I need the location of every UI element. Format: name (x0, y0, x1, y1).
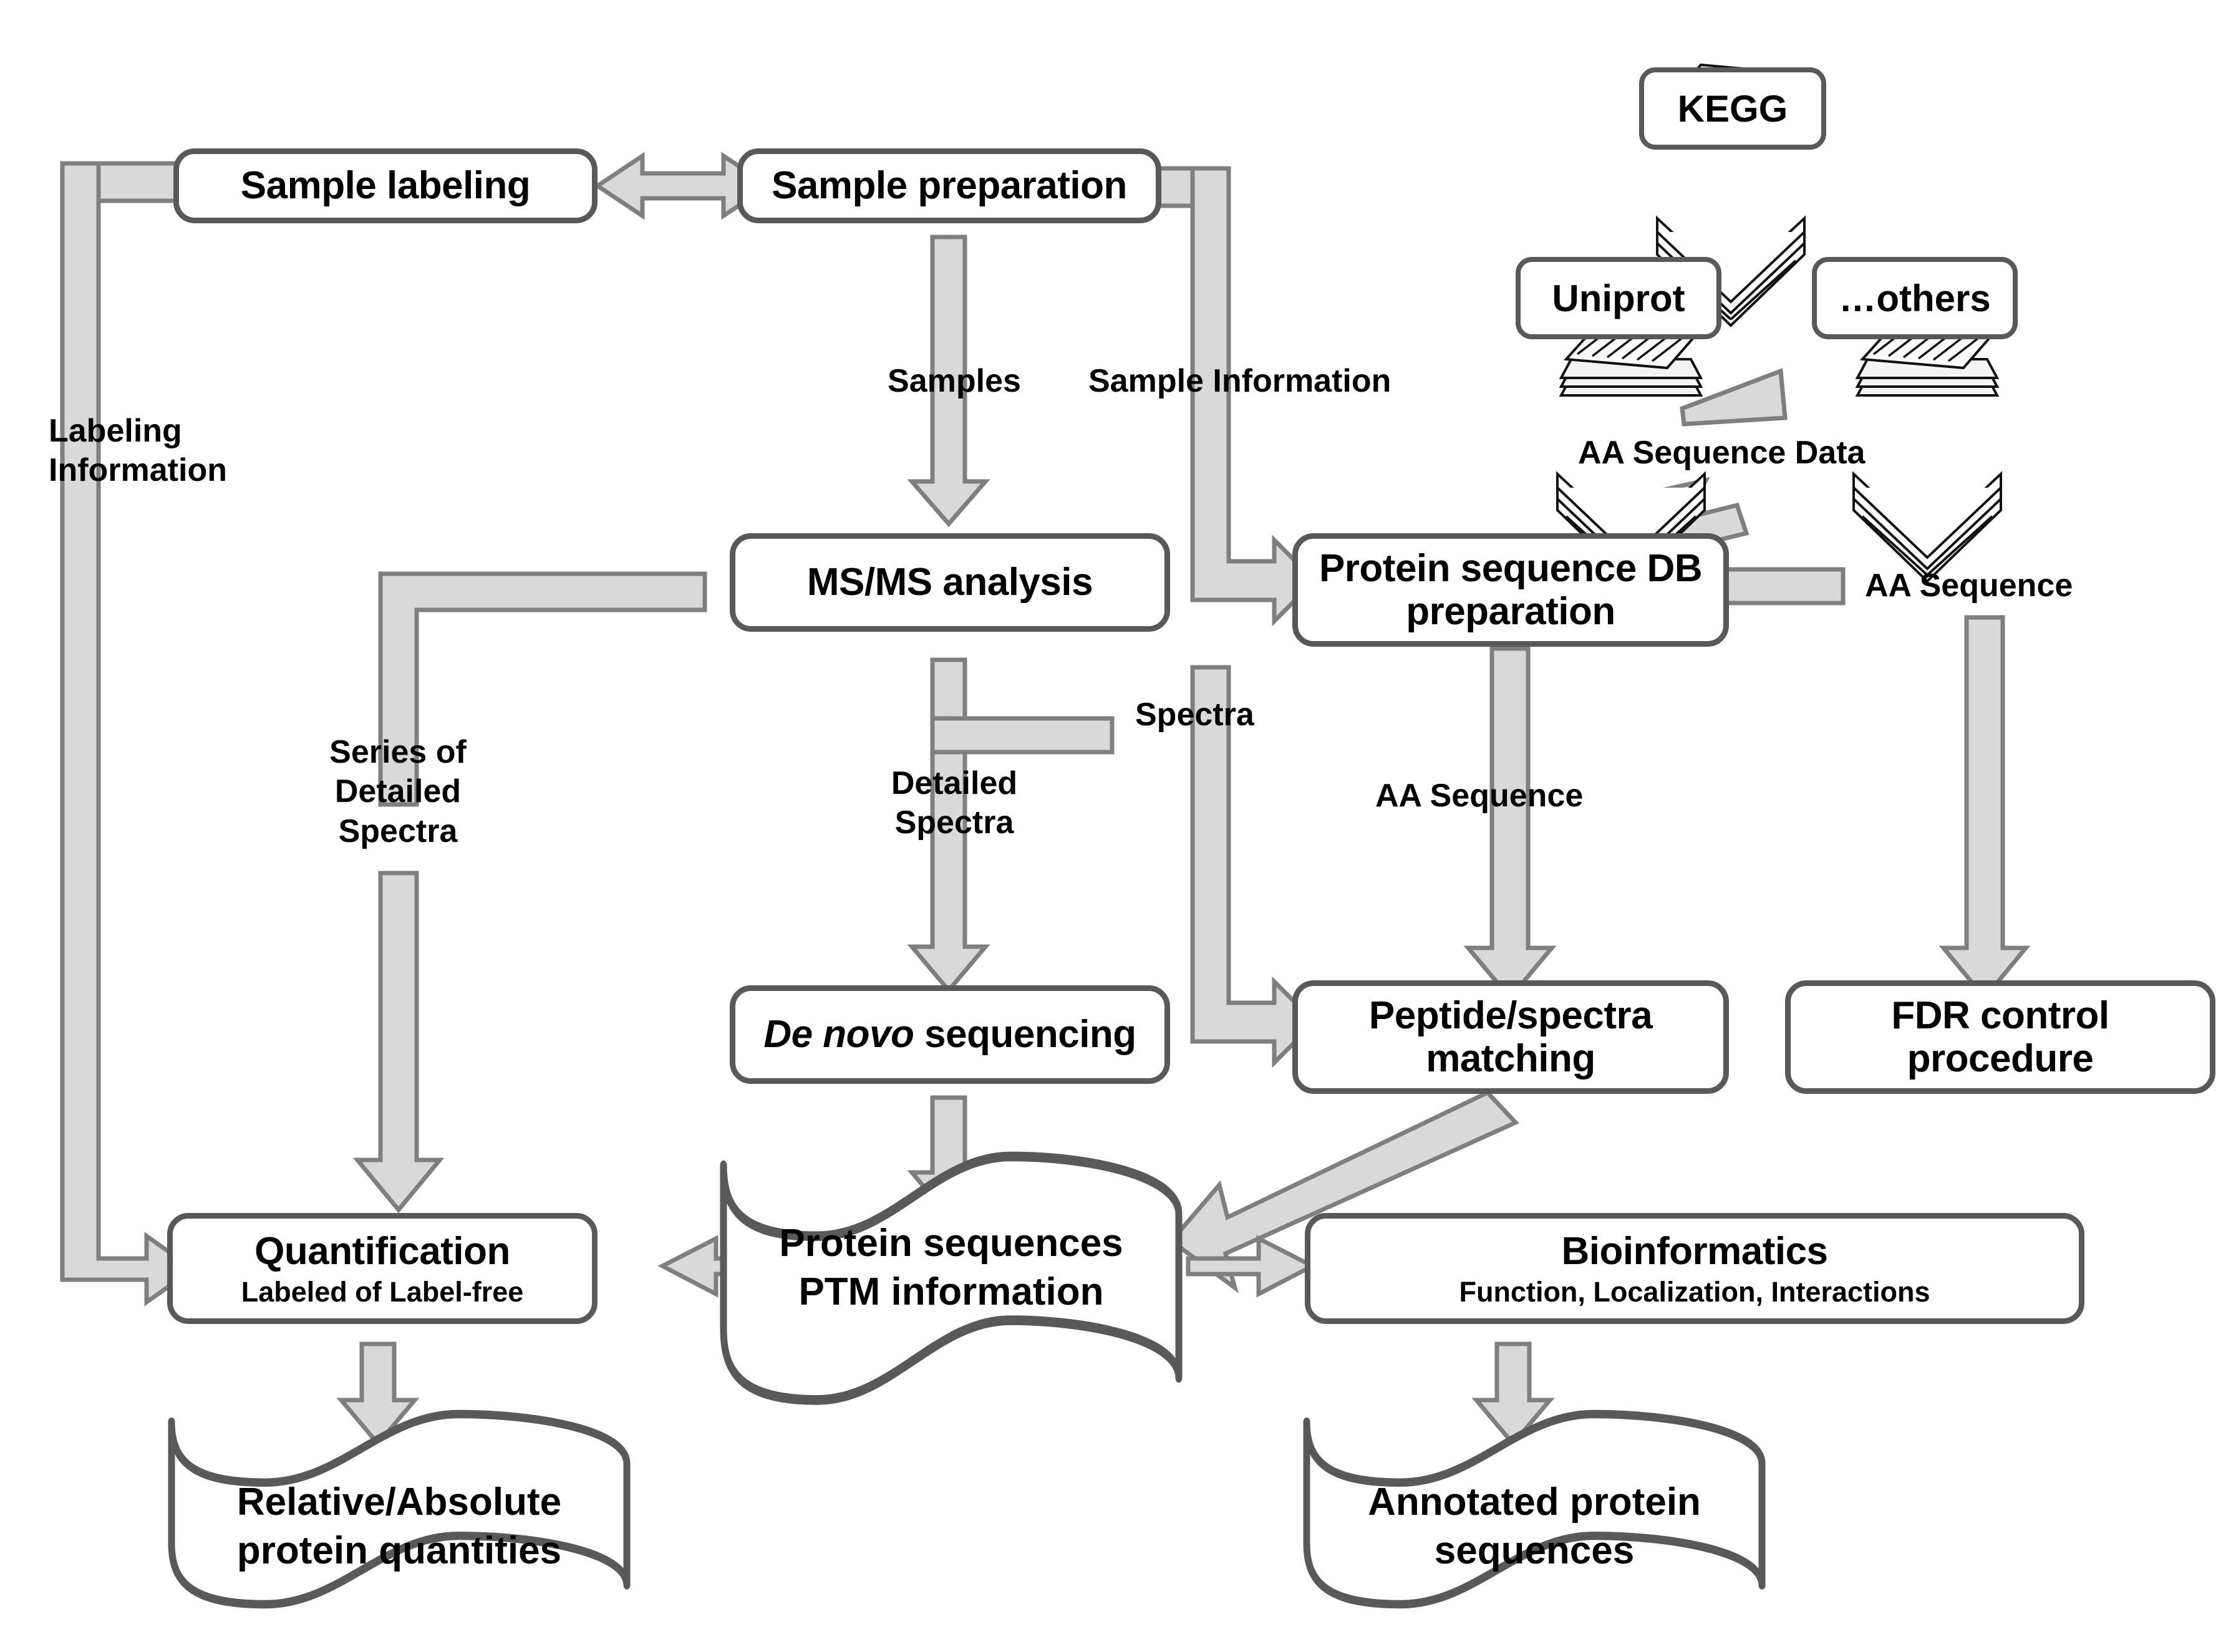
document-label-relative-absolute: Relative/Absolute protein quantities (236, 1481, 562, 1572)
document-protein-sequences (720, 1151, 1183, 1405)
db-node-others[interactable]: …others (1812, 257, 2018, 339)
edge-label-series-detailed-spectra: Series of Detailed Spectra (329, 734, 467, 849)
arrow-protein-sequences-bioinformatics (1186, 1235, 1317, 1298)
document-label-protein-sequences: Protein sequences PTM information (779, 1222, 1123, 1313)
connector-spectra-stub (930, 716, 1115, 755)
node-label-fdr-control: FDR control procedure (1891, 993, 2109, 1080)
connector-msms-left (378, 571, 707, 807)
edge-label-spectra: Spectra (1135, 697, 1254, 733)
node-de-novo-sequencing[interactable]: De novo sequencing (730, 985, 1170, 1084)
arrow-samples (907, 234, 990, 528)
arrow-detailed-spectra (907, 657, 990, 994)
node-label-peptide-spectra-matching: Peptide/spectra matching (1368, 993, 1653, 1080)
node-label-de-novo-italic: De novo (763, 1013, 914, 1056)
arrow-bioinformatics-annotated (1471, 1341, 1555, 1447)
arrow-series-detailed-spectra (352, 871, 445, 1214)
edge-label-aa-sequence-mid: AA Sequence (1375, 778, 1584, 814)
edge-label-aa-sequence-right: AA Sequence (1865, 568, 2073, 604)
wedge-database-source (1680, 368, 1788, 427)
node-label-de-novo-sequencing: De novo sequencing (763, 1013, 1136, 1056)
db-label-kegg: KEGG (1677, 87, 1788, 130)
node-label-quantification: Quantification (254, 1229, 510, 1273)
node-sample-labeling[interactable]: Sample labeling (173, 148, 598, 223)
arrow-aa-sequence-peptide (1463, 646, 1557, 1002)
document-annotated-sequences (1303, 1409, 1766, 1609)
arrow-quantification-quantities (336, 1341, 420, 1447)
edge-label-sample-information: Sample Information (1088, 363, 1391, 399)
edge-label-samples: Samples (888, 363, 1021, 399)
node-label-protein-sequence-db: Protein sequence DB preparation (1319, 546, 1703, 633)
node-protein-sequence-db[interactable]: Protein sequence DB preparation (1292, 533, 1729, 647)
node-label-msms-analysis: MS/MS analysis (806, 561, 1093, 604)
edge-label-labeling-information: Labeling Information (49, 413, 227, 489)
node-label-bioinformatics: Bioinformatics (1561, 1229, 1828, 1273)
arrow-aa-sequence-fdr (1938, 615, 2031, 1002)
edge-label-detailed-spectra: Detailed Spectra (891, 765, 1018, 841)
node-sample-preparation[interactable]: Sample preparation (737, 148, 1161, 223)
node-sublabel-bioinformatics: Function, Localization, Interactions (1459, 1275, 1930, 1308)
node-quantification[interactable]: Quantification Labeled of Label-free (167, 1213, 598, 1324)
db-node-kegg[interactable]: KEGG (1639, 67, 1826, 150)
node-sublabel-quantification: Labeled of Label-free (241, 1275, 524, 1308)
db-label-uniprot: Uniprot (1552, 277, 1685, 319)
node-peptide-spectra-matching[interactable]: Peptide/spectra matching (1292, 980, 1729, 1094)
db-node-uniprot[interactable]: Uniprot (1516, 257, 1721, 339)
db-label-others: …others (1839, 277, 1991, 319)
node-fdr-control[interactable]: FDR control procedure (1785, 980, 2215, 1094)
node-bioinformatics[interactable]: Bioinformatics Function, Localization, I… (1305, 1213, 2084, 1324)
document-relative-absolute (168, 1409, 631, 1609)
node-label-sample-preparation: Sample preparation (772, 164, 1127, 208)
document-label-annotated-sequences: Annotated protein sequences (1368, 1481, 1701, 1572)
node-msms-analysis[interactable]: MS/MS analysis (730, 533, 1170, 632)
edge-label-aa-sequence-data: AA Sequence Data (1578, 435, 1866, 471)
node-label-sample-labeling: Sample labeling (240, 164, 531, 208)
node-label-de-novo-rest: sequencing (914, 1013, 1136, 1056)
